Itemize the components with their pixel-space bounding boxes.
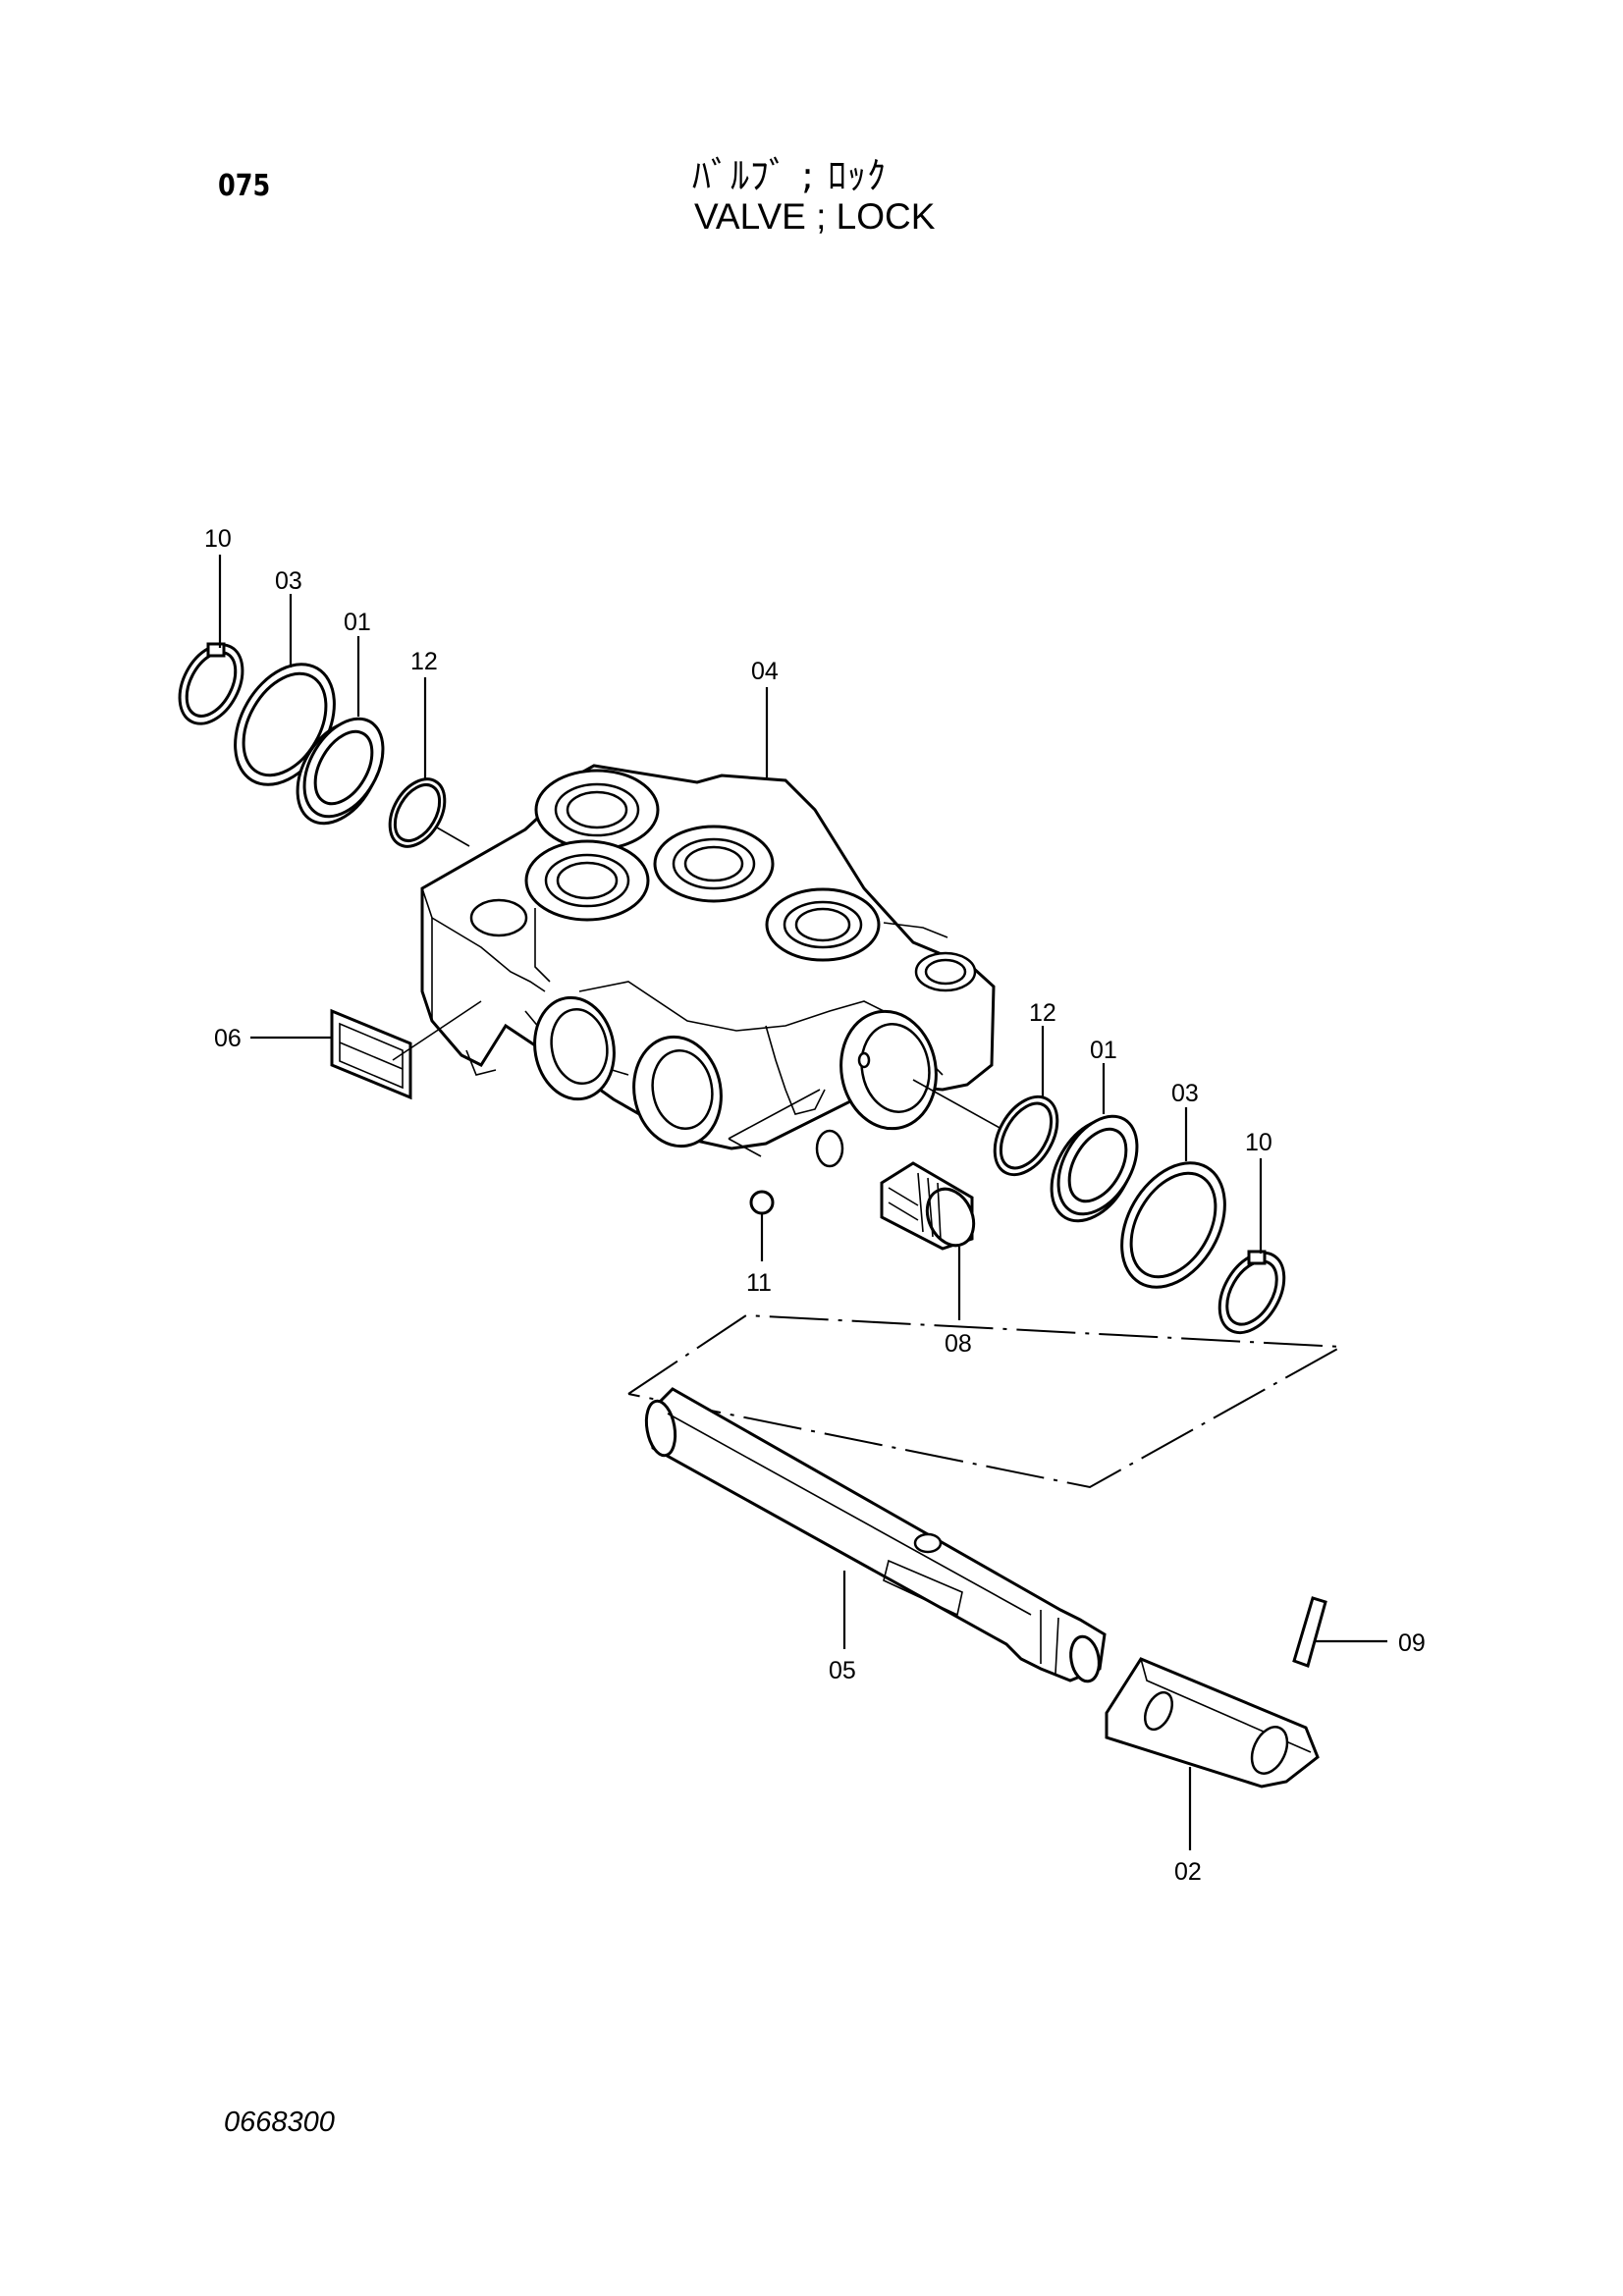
callout-05: 05: [829, 1657, 856, 1684]
o-ring-left: [388, 777, 447, 848]
callout-01-left: 01: [344, 609, 371, 636]
callout-12-right: 12: [1029, 999, 1056, 1027]
title-japanese: ﾊﾞﾙﾌﾞ ; ﾛｯｸ: [692, 154, 887, 197]
callout-03-right: 03: [1171, 1080, 1199, 1107]
name-plate: [330, 1008, 412, 1100]
callout-10-right: 10: [1245, 1129, 1272, 1156]
callout-09: 09: [1398, 1629, 1426, 1657]
assembly-line-spool: [627, 1313, 1345, 1489]
callout-08: 08: [945, 1330, 972, 1358]
o-ring-right: [993, 1095, 1059, 1177]
snap-ring-right: [1217, 1250, 1286, 1335]
callout-12-left: 12: [410, 648, 438, 675]
assembly-line-ball-b: [728, 1138, 762, 1157]
assembly-line-ball-a: [728, 1089, 821, 1140]
valve-body: [420, 764, 996, 1168]
spool: [644, 1387, 1107, 1683]
assembly-line-right: [912, 1079, 1002, 1130]
washer-right: [1120, 1161, 1226, 1289]
plug: [880, 1161, 976, 1251]
assembly-line-left: [436, 827, 470, 847]
callout-10-left: 10: [204, 525, 232, 553]
page-number: 075: [218, 169, 271, 203]
bushing-left: [296, 717, 385, 826]
callout-11: 11: [746, 1269, 772, 1297]
title-english: VALVE ; LOCK: [694, 196, 936, 237]
snap-ring-left: [178, 642, 244, 725]
pin: [1292, 1596, 1327, 1668]
assembly-line-plate: [392, 1000, 482, 1061]
callout-01-right: 01: [1090, 1037, 1117, 1064]
callout-03-left: 03: [275, 567, 302, 595]
drawing-code: 0668300: [224, 2107, 335, 2138]
callout-06: 06: [214, 1025, 242, 1052]
callout-04: 04: [751, 658, 779, 685]
ball: [749, 1190, 775, 1215]
lever: [1105, 1657, 1320, 1789]
callout-02: 02: [1174, 1858, 1202, 1886]
bushing-right: [1050, 1114, 1139, 1223]
